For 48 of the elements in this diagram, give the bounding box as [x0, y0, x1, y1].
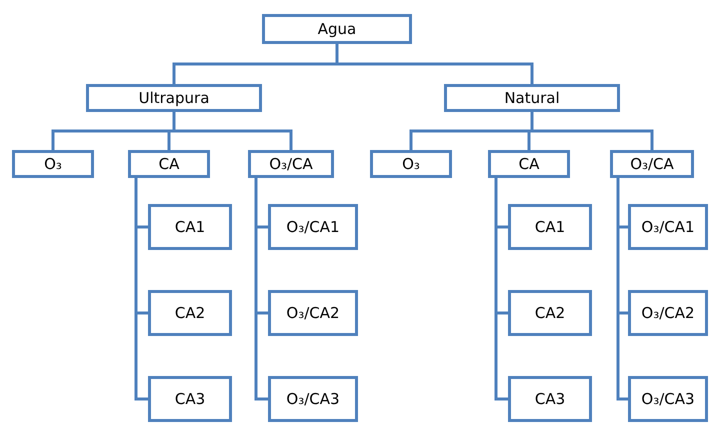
node-label: CA3: [534, 390, 566, 408]
leaf-box: [268, 204, 358, 250]
category-box: [444, 84, 620, 112]
node-label: CA: [518, 155, 540, 173]
connector-line: [172, 112, 292, 150]
node-label: CA: [158, 155, 180, 173]
node-label: Agua: [318, 20, 356, 38]
category-box: [128, 150, 210, 178]
leaf-box: [628, 204, 708, 250]
node-label: O₃/CA2: [641, 304, 695, 322]
connector-line: [530, 112, 654, 150]
category-box: [488, 150, 570, 178]
leaf-box: [508, 204, 592, 250]
leaf-box: [148, 290, 232, 336]
node-label: O₃/CA1: [286, 218, 340, 236]
node-label: O₃/CA: [269, 155, 313, 173]
leaf-box: [148, 376, 232, 422]
node-label: CA2: [534, 304, 566, 322]
connector-line: [336, 44, 534, 84]
node-label: CA3: [174, 390, 206, 408]
category-box: [12, 150, 94, 178]
node-label: O₃: [402, 155, 420, 173]
connector-line: [134, 178, 148, 400]
category-box: [262, 14, 412, 44]
category-box: [610, 150, 694, 178]
node-label: O₃/CA3: [641, 390, 695, 408]
category-box: [248, 150, 334, 178]
node-label: O₃/CA1: [641, 218, 695, 236]
connector-line: [254, 178, 268, 400]
leaf-box: [148, 204, 232, 250]
leaf-box: [268, 290, 358, 336]
leaf-box: [628, 376, 708, 422]
category-box: [370, 150, 452, 178]
node-label: Ultrapura: [138, 89, 210, 107]
leaf-box: [268, 376, 358, 422]
node-label: Natural: [504, 89, 560, 107]
connector-line: [494, 178, 508, 400]
leaf-box: [508, 290, 592, 336]
node-label: O₃: [44, 155, 62, 173]
node-label: CA1: [174, 218, 206, 236]
leaf-box: [508, 376, 592, 422]
leaf-box: [628, 290, 708, 336]
category-box: [86, 84, 262, 112]
node-label: O₃/CA3: [286, 390, 340, 408]
node-label: O₃/CA2: [286, 304, 340, 322]
node-label: O₃/CA: [630, 155, 674, 173]
node-label: CA1: [534, 218, 566, 236]
node-label: CA2: [174, 304, 206, 322]
